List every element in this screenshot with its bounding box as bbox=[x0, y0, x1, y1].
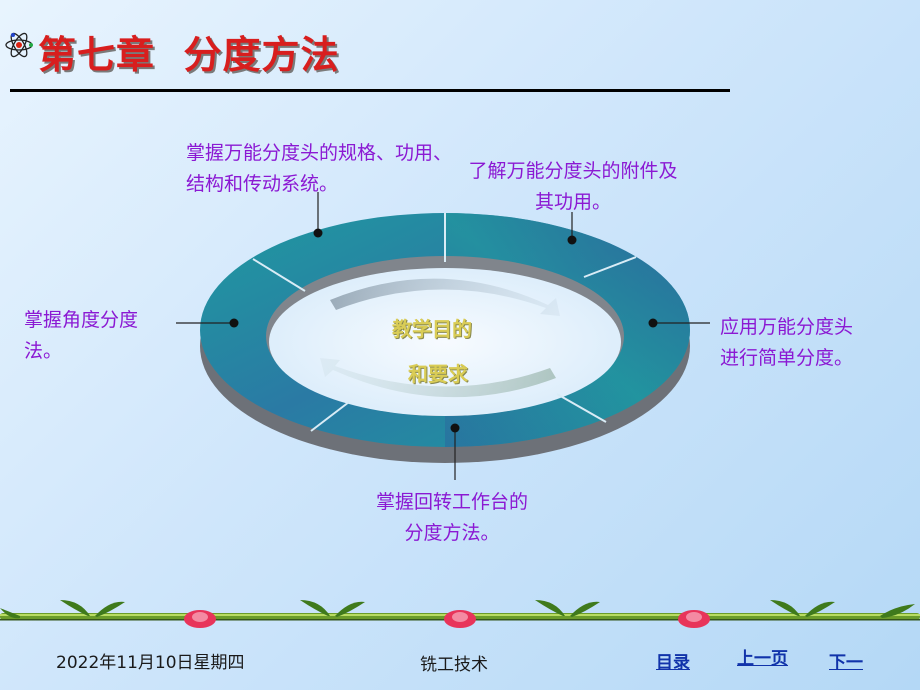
objective-top-left: 掌握万能分度头的规格、功用、结构和传动系统。 bbox=[186, 142, 453, 195]
slide-title: 第七章 分度方法 bbox=[38, 32, 340, 77]
objectives-ring bbox=[176, 192, 710, 480]
objective-top-right: 了解万能分度头的附件及其功用。 bbox=[468, 160, 678, 213]
objective-left: 掌握角度分度法。 bbox=[24, 309, 139, 362]
flower-icon bbox=[184, 610, 710, 628]
objective-right: 应用万能分度头进行简单分度。 bbox=[720, 316, 854, 369]
atom-icon bbox=[5, 32, 33, 58]
nav-next-link[interactable]: 下一 bbox=[829, 653, 863, 673]
objective-bottom: 掌握回转工作台的分度方法。 bbox=[375, 491, 528, 544]
center-title-line2: 和要求 bbox=[408, 362, 468, 386]
title-underline bbox=[10, 89, 730, 92]
footer-course: 铣工技术 bbox=[420, 655, 488, 675]
footer-date: 2022年11月10日星期四 bbox=[56, 653, 245, 673]
nav-prev-link[interactable]: 上一页 bbox=[737, 649, 788, 669]
decorative-border bbox=[0, 600, 920, 628]
nav-toc-link[interactable]: 目录 bbox=[656, 653, 690, 673]
center-title-line1: 教学目的 bbox=[392, 317, 472, 341]
